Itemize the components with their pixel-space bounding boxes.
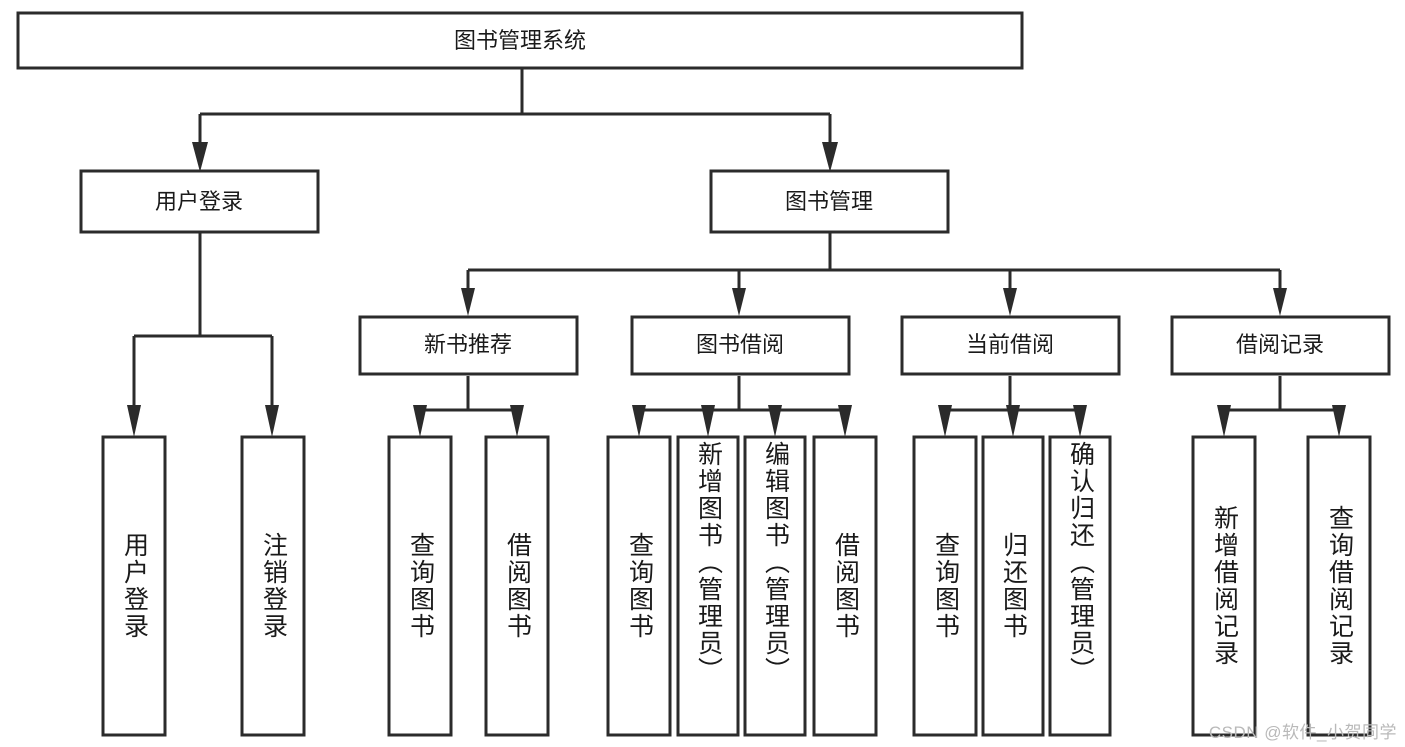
- node-book-borrow-box[interactable]: [630, 315, 851, 376]
- node-leaf-box-11[interactable]: [1048, 435, 1112, 737]
- arrowhead-leaf-6: [701, 405, 715, 437]
- node-leaf-box-5[interactable]: [606, 435, 672, 737]
- node-leaf-box-8[interactable]: [812, 435, 878, 737]
- node-leaf-box-6[interactable]: [676, 435, 740, 737]
- watermark-text: CSDN @软件_小贺同学: [1208, 723, 1397, 742]
- arrowhead-borrow-record: [1273, 288, 1287, 316]
- arrowhead-new-book: [461, 288, 475, 316]
- node-current-borrow-label: 当前借阅: [966, 332, 1054, 357]
- arrowhead-leaf-8: [838, 405, 852, 437]
- node-leaf-box-1[interactable]: [101, 435, 167, 737]
- arrowhead-leaf-3: [413, 405, 427, 437]
- node-current-borrow-box[interactable]: [900, 315, 1121, 376]
- arrowhead-leaf-9: [938, 405, 952, 437]
- connector-layer: [127, 68, 1346, 437]
- node-layer: 图书管理系统 用户登录 图书管理 新书推荐 图书借阅 当前借阅 借阅记录: [16, 11, 1391, 737]
- node-book-manage-box[interactable]: [709, 169, 950, 234]
- arrowhead-leaf-7: [768, 405, 782, 437]
- node-leaf-box-10[interactable]: [981, 435, 1045, 737]
- node-leaf-box-3[interactable]: [387, 435, 453, 737]
- node-book-borrow-label: 图书借阅: [696, 332, 784, 357]
- arrowhead-leaf-4: [510, 405, 524, 437]
- arrowhead-leaf-13: [1332, 405, 1346, 437]
- arrowhead-leaf-2: [265, 405, 279, 437]
- arrowhead-leaf-11: [1073, 405, 1087, 437]
- node-leaf-box-2[interactable]: [240, 435, 306, 737]
- node-leaf-box-7[interactable]: [743, 435, 807, 737]
- node-borrow-record-label: 借阅记录: [1236, 332, 1324, 357]
- node-leaf-box-13[interactable]: [1306, 435, 1372, 737]
- arrowhead-book-manage: [822, 142, 838, 172]
- node-root-box[interactable]: [16, 11, 1024, 70]
- node-leaf-box-4[interactable]: [484, 435, 550, 737]
- node-borrow-record-box[interactable]: [1170, 315, 1391, 376]
- arrowhead-leaf-1: [127, 405, 141, 437]
- arrowhead-book-borrow: [732, 288, 746, 316]
- arrowhead-leaf-5: [632, 405, 646, 437]
- node-user-login-label: 用户登录: [155, 189, 243, 214]
- arrowhead-leaf-10: [1006, 405, 1020, 437]
- node-user-login-box[interactable]: [79, 169, 320, 234]
- node-new-book-box[interactable]: [358, 315, 579, 376]
- node-book-manage-label: 图书管理: [785, 189, 873, 214]
- node-root-label: 图书管理系统: [454, 28, 586, 53]
- arrowhead-user-login: [192, 142, 208, 172]
- node-leaf-box-9[interactable]: [912, 435, 978, 737]
- arrowhead-current-borrow: [1003, 288, 1017, 316]
- node-new-book-label: 新书推荐: [424, 332, 512, 357]
- arrowhead-leaf-12: [1217, 405, 1231, 437]
- node-leaf-box-12[interactable]: [1191, 435, 1257, 737]
